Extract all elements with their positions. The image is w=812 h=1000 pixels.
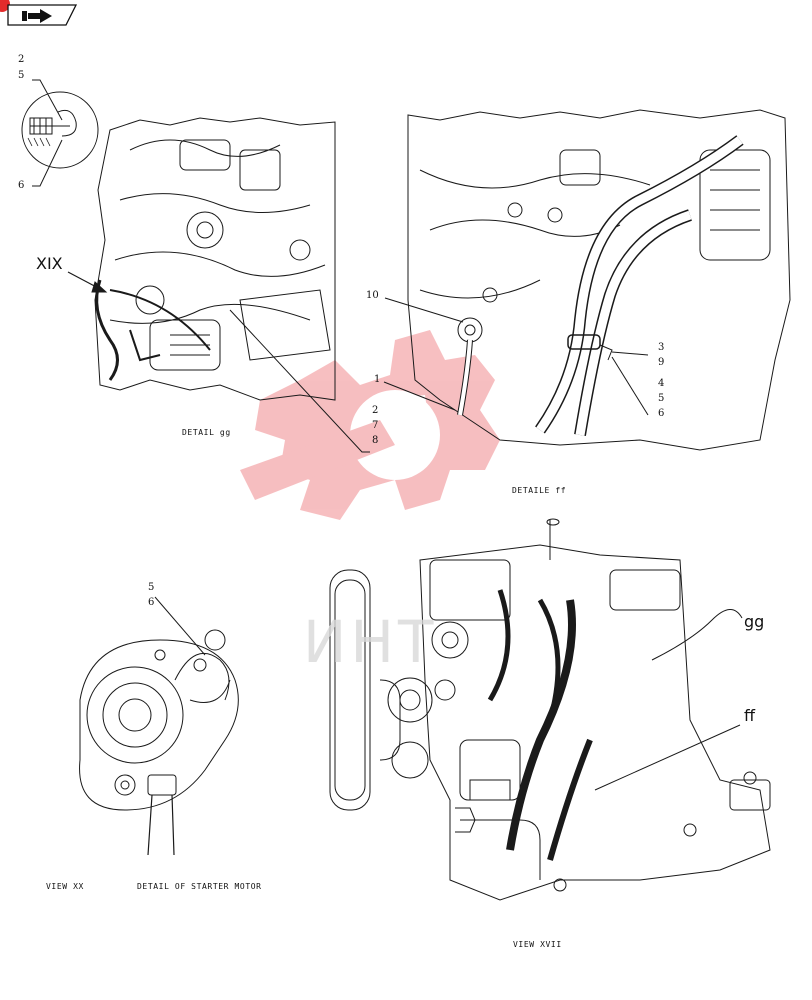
caption-detail-ff: DETAILE ff xyxy=(512,486,567,495)
view-label-xix: XIX xyxy=(36,254,63,273)
callout-3: 3 xyxy=(658,342,665,353)
callout-10: 10 xyxy=(366,290,379,301)
view-xvii-drawing xyxy=(329,518,771,901)
watermark-text: ИНТ xyxy=(303,608,438,676)
caption-detail-gg: DETAIL gg xyxy=(182,428,231,437)
starter-motor-drawing xyxy=(79,596,239,856)
callout-6: 6 xyxy=(658,408,665,419)
detail-ff-drawing xyxy=(383,109,791,451)
callout-5: 5 xyxy=(18,70,25,81)
callout-7: 7 xyxy=(372,420,379,431)
back-button[interactable] xyxy=(6,3,78,27)
callout-5: 5 xyxy=(148,582,155,593)
detail-gg-drawing xyxy=(21,79,370,453)
callout-4: 4 xyxy=(658,378,665,389)
callout-2: 2 xyxy=(18,54,25,65)
callout-5: 5 xyxy=(658,393,665,404)
callout-6: 6 xyxy=(148,597,155,608)
back-arrow-icon xyxy=(22,9,52,23)
callout-9: 9 xyxy=(658,357,665,368)
caption-detail-starter-motor: DETAIL OF STARTER MOTOR xyxy=(137,882,262,891)
caption-view-xvii: VIEW XVII xyxy=(513,940,562,949)
callout-2: 2 xyxy=(372,405,379,416)
ref-label-gg: gg xyxy=(744,612,765,631)
caption-view-xx: VIEW XX xyxy=(46,882,84,891)
callout-1: 1 xyxy=(374,374,381,385)
ref-label-ff: ff xyxy=(744,706,756,725)
gear-wrench-logo xyxy=(240,330,500,520)
status-indicator xyxy=(0,0,10,12)
callout-8: 8 xyxy=(372,435,379,446)
callout-6: 6 xyxy=(18,180,25,191)
